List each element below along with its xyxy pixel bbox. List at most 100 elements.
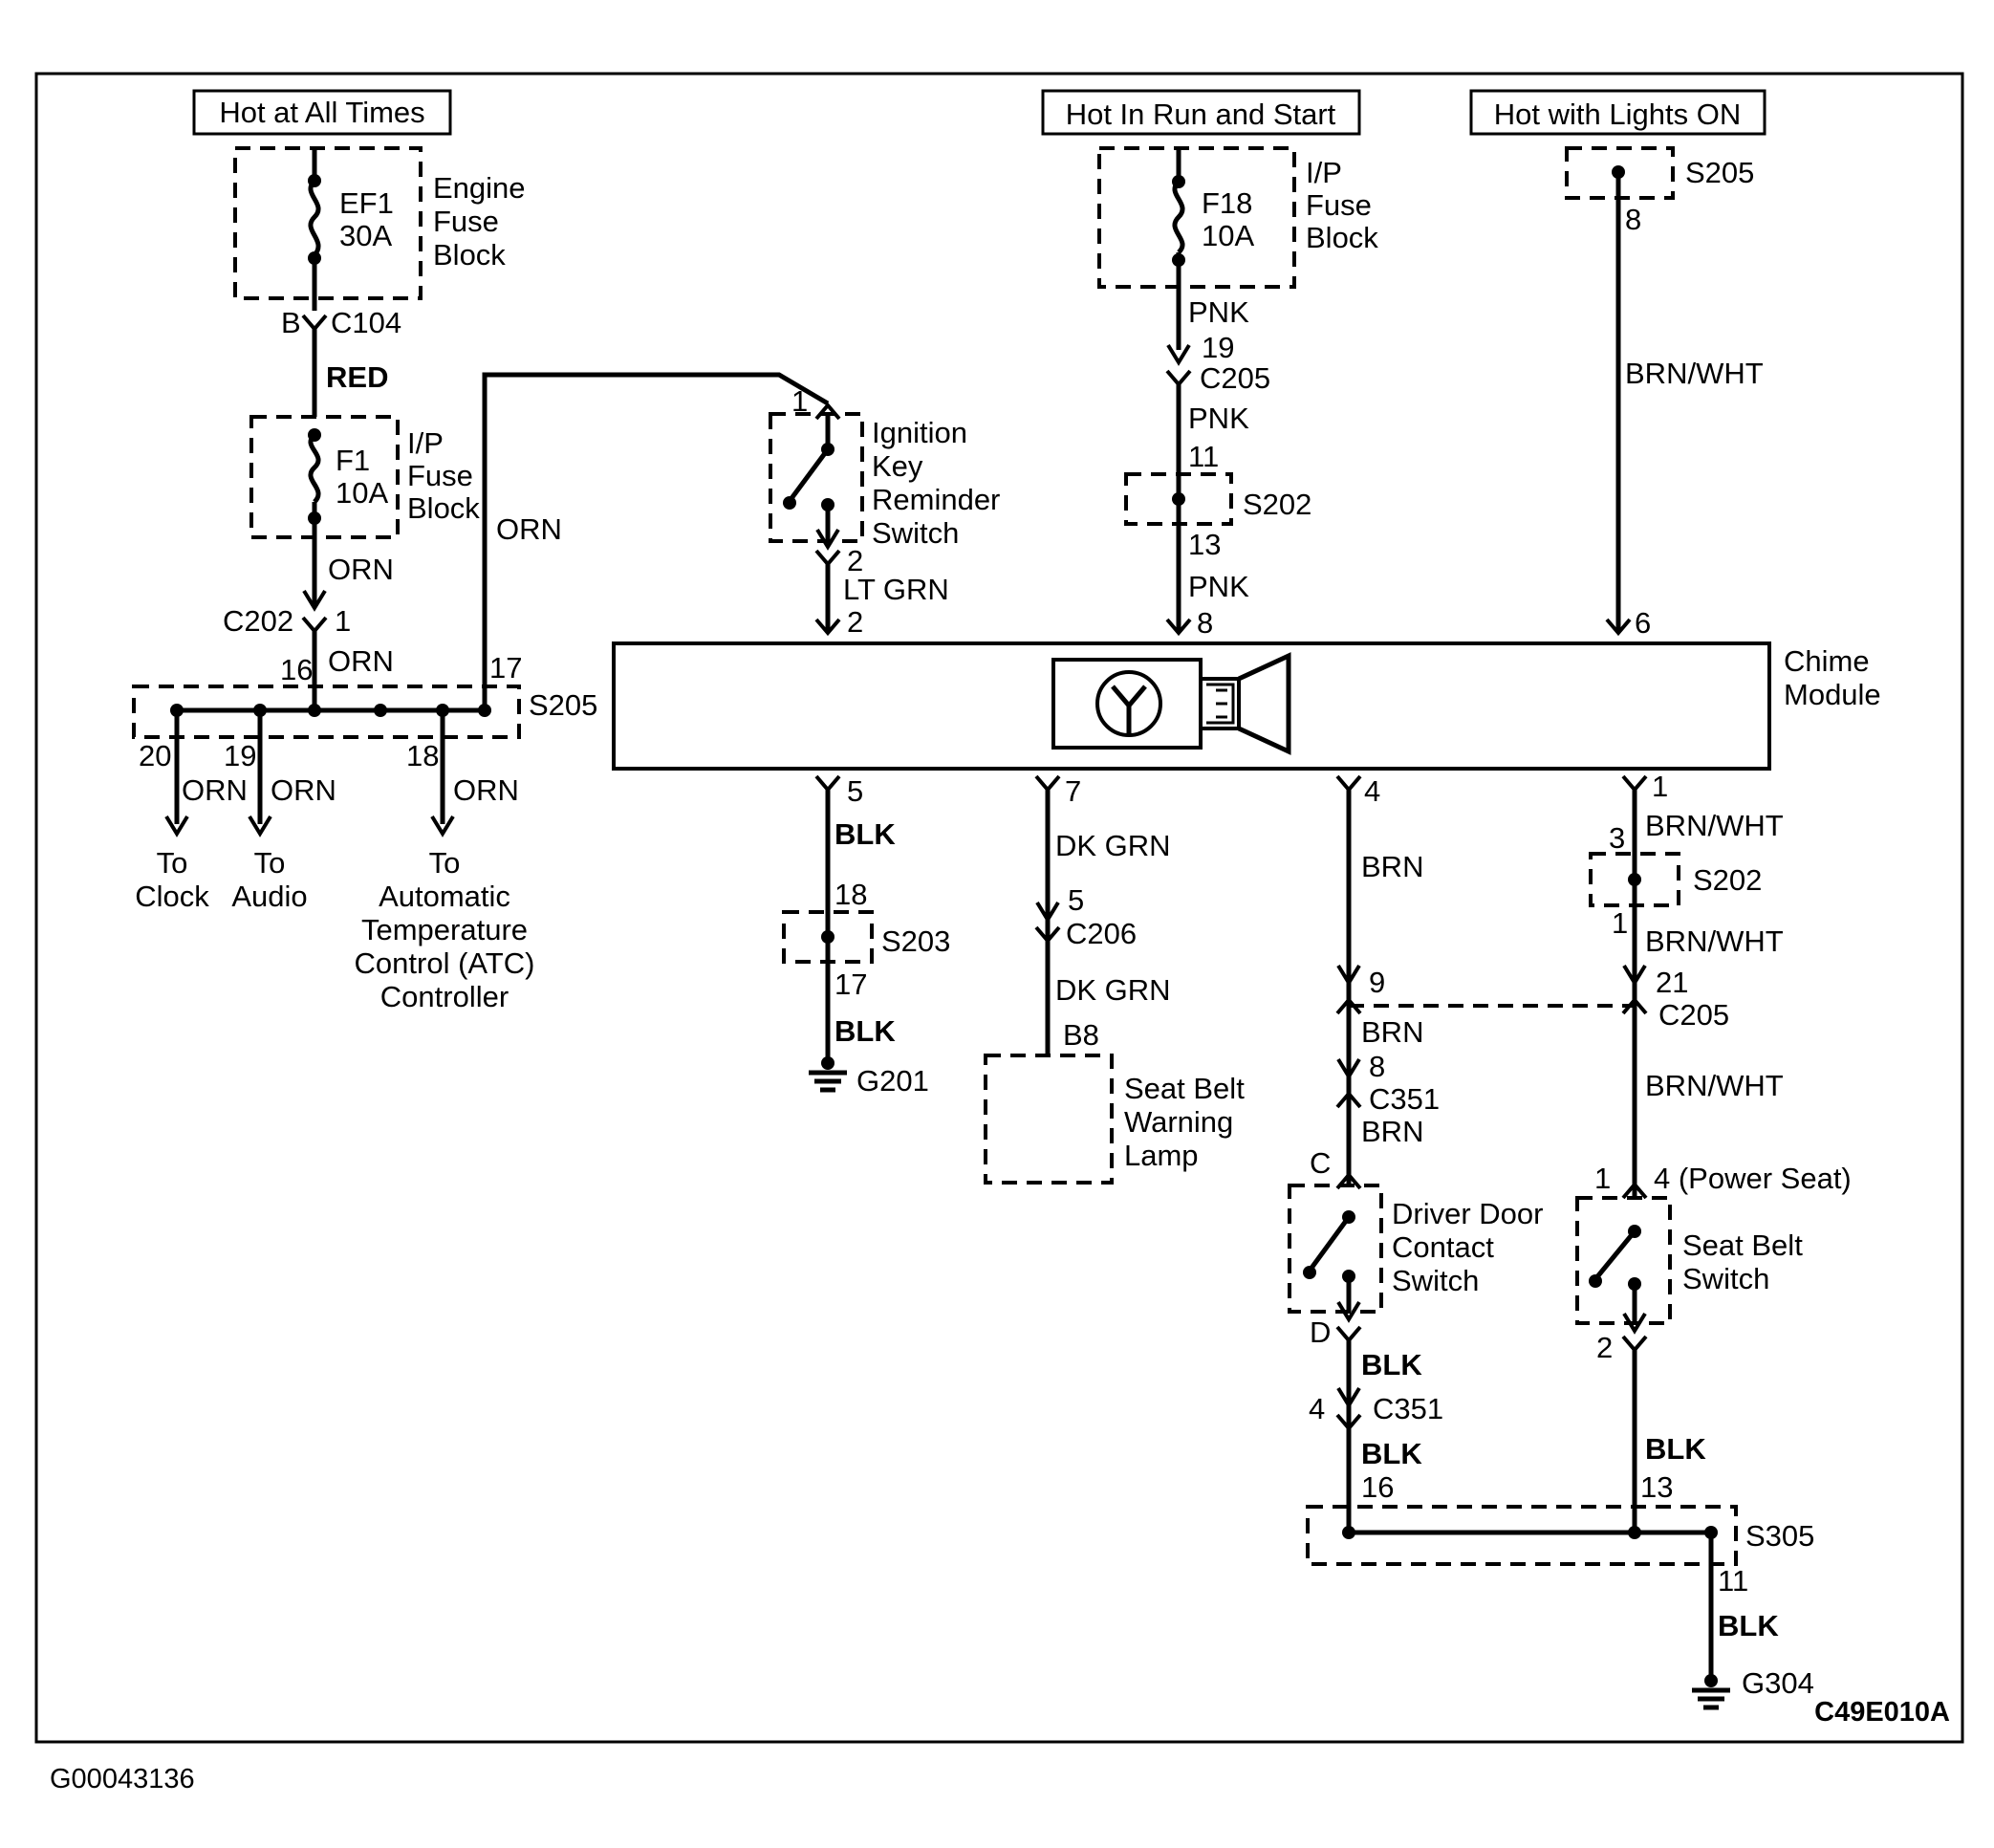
- ign-pin-1: 1: [791, 384, 808, 418]
- door-label-2: Contact: [1392, 1230, 1494, 1264]
- pin-4-c351: 4: [1309, 1392, 1325, 1425]
- ip-fuse-block-r-2: Fuse: [1306, 188, 1372, 222]
- pin-8-chime: 8: [1197, 606, 1213, 640]
- c205-upper: C205: [1200, 361, 1270, 395]
- ignition-switch-outline: [769, 412, 864, 543]
- wire-orn-1: ORN: [328, 553, 394, 586]
- fuse-icon: [308, 179, 321, 257]
- seat-belt-switch-outline: [1575, 1196, 1672, 1325]
- wire-blk-3: BLK: [1361, 1348, 1422, 1381]
- connector-chevron-icon: [301, 314, 328, 331]
- s205-left-label: S205: [529, 688, 597, 722]
- ip-fuse-block-outline-right: [1097, 146, 1296, 289]
- s305-splice-outline: [1306, 1505, 1738, 1566]
- s202-upper-outline: [1124, 472, 1233, 526]
- wire-pnk-3: PNK: [1188, 570, 1249, 603]
- footer-id: G00043136: [50, 1764, 195, 1794]
- ip-fuse-block-label-3: Block: [407, 491, 480, 525]
- to-audio-1: To: [254, 846, 286, 880]
- s202-upper-label: S202: [1243, 488, 1311, 521]
- wire-orn-audio: ORN: [271, 773, 336, 807]
- lamp-label-2: Warning: [1124, 1105, 1233, 1139]
- ignition-label-2: Key: [872, 449, 923, 483]
- engine-fuse-block-label-2: Fuse: [433, 205, 499, 238]
- wire-pnk-1: PNK: [1188, 295, 1249, 329]
- wire-orn-atc: ORN: [453, 773, 519, 807]
- pin-11-s202: 11: [1188, 440, 1219, 473]
- pin-13-s202: 13: [1188, 528, 1221, 561]
- wire-brn-wht-1: BRN/WHT: [1625, 357, 1764, 390]
- pin-2-seatbelt: 2: [1596, 1331, 1613, 1364]
- pin-3-s202: 3: [1609, 821, 1625, 855]
- pin-d: D: [1310, 1315, 1331, 1349]
- pin-11-s305: 11: [1718, 1564, 1748, 1598]
- pin-7-chime: 7: [1065, 774, 1081, 808]
- s203-outline: [782, 910, 874, 964]
- s203-label: S203: [881, 924, 950, 958]
- ip-fuse-block-label-1: I/P: [407, 426, 444, 460]
- c351-upper: C351: [1369, 1082, 1440, 1116]
- ip-fuse-block-outline-left: [249, 415, 400, 539]
- ignition-label-4: Switch: [872, 516, 959, 550]
- to-audio-2: Audio: [231, 880, 307, 913]
- wire-brn-3: BRN: [1361, 1115, 1423, 1148]
- engine-fuse-block-outline: [233, 146, 423, 300]
- pin-18-left: 18: [406, 739, 439, 772]
- engine-fuse-block-label-3: Block: [433, 238, 506, 272]
- ip-fuse-block-r-3: Block: [1306, 221, 1378, 254]
- s205-splice-outline: [132, 685, 521, 739]
- s202-lower-label: S202: [1693, 863, 1762, 897]
- chime-label-2: Module: [1784, 678, 1881, 711]
- ignition-label-1: Ignition: [872, 416, 967, 449]
- connector-chevron-icon: [301, 616, 328, 633]
- speaker-icon: [1199, 677, 1241, 730]
- wire-brn-wht-3: BRN/WHT: [1645, 924, 1784, 958]
- wire-orn-2: ORN: [328, 644, 394, 678]
- hot-all-times-label: Hot at All Times: [219, 96, 424, 129]
- to-clock-2: Clock: [135, 880, 209, 913]
- pin-17-s203: 17: [834, 967, 867, 1001]
- f1-rating: 10A: [336, 476, 388, 510]
- to-atc-5: Controller: [380, 980, 509, 1013]
- seat-belt-warning-lamp: [984, 1054, 1114, 1185]
- fuse-icon: [308, 433, 321, 504]
- wire-blk-4: BLK: [1361, 1437, 1422, 1470]
- wire-blk-5: BLK: [1645, 1432, 1706, 1466]
- pin-13-s305: 13: [1640, 1470, 1673, 1504]
- pin-6-chime: 6: [1635, 606, 1651, 640]
- pin-1-seatbelt: 1: [1594, 1162, 1611, 1195]
- engine-fuse-block-label-1: Engine: [433, 171, 526, 205]
- g201-label: G201: [856, 1064, 929, 1098]
- to-clock-1: To: [157, 846, 188, 880]
- ignition-label-3: Reminder: [872, 483, 1000, 516]
- pin-b8: B8: [1063, 1018, 1099, 1052]
- c202-label: C202: [223, 604, 293, 638]
- wire-lt-grn: LT GRN: [843, 573, 949, 606]
- pin-18-s203: 18: [834, 878, 867, 911]
- wire-brn-1: BRN: [1361, 850, 1423, 883]
- pin-1-s202: 1: [1612, 906, 1628, 940]
- ef1-name: EF1: [339, 186, 394, 220]
- wire-blk-1: BLK: [834, 817, 896, 851]
- hot-all-times-box: [192, 89, 452, 136]
- f1-name: F1: [336, 444, 370, 477]
- switch-icon: [1307, 1215, 1352, 1272]
- s202-lower-outline: [1589, 852, 1680, 907]
- f18-name: F18: [1202, 186, 1252, 220]
- pin-20: 20: [139, 739, 171, 772]
- door-label-1: Driver Door: [1392, 1197, 1543, 1230]
- pin-16: 16: [280, 653, 313, 686]
- c351-lower: C351: [1373, 1392, 1443, 1425]
- f18-rating: 10A: [1202, 219, 1254, 252]
- ign-pin-2b: 2: [847, 605, 863, 639]
- wire-blk-2: BLK: [834, 1014, 896, 1048]
- pin-16-s305: 16: [1361, 1470, 1394, 1504]
- hot-lights-on-label: Hot with Lights ON: [1494, 98, 1741, 131]
- hot-lights-on-box: [1469, 89, 1766, 136]
- pin-5-c206: 5: [1068, 883, 1084, 917]
- pin-17-left: 17: [489, 651, 522, 685]
- pin-c: C: [1310, 1146, 1331, 1180]
- wire-dk-grn-1: DK GRN: [1055, 829, 1171, 862]
- g304-label: G304: [1742, 1666, 1814, 1700]
- to-atc-1: To: [429, 846, 461, 880]
